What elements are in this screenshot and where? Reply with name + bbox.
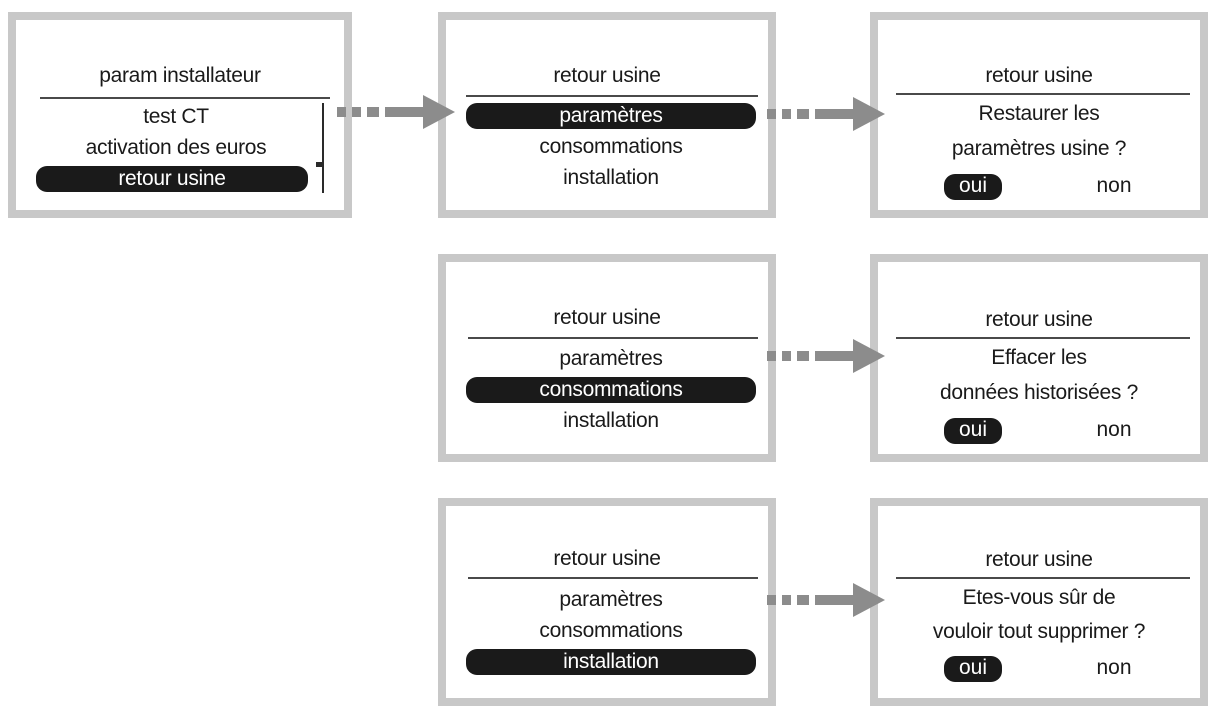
reset-menu-install-screen: retour usine paramètres consommations in… bbox=[438, 498, 776, 706]
yes-button[interactable]: oui bbox=[944, 174, 1002, 200]
flow-arrow-to-confirm-delete bbox=[767, 583, 885, 617]
menu-item-consommations[interactable]: consommations bbox=[539, 135, 683, 158]
menu-item-parametres[interactable]: paramètres bbox=[559, 588, 663, 611]
screen-title: retour usine bbox=[553, 547, 661, 570]
flow-arrow-to-confirm-history bbox=[767, 339, 885, 373]
reset-menu-consumption-screen: retour usine paramètres consommations in… bbox=[438, 254, 776, 462]
confirm-message-line1: Etes-vous sûr de bbox=[962, 586, 1116, 609]
screen-title: retour usine bbox=[985, 548, 1093, 571]
confirm-erase-history-screen: retour usine Effacer les données histori… bbox=[870, 254, 1208, 462]
confirm-delete-all-screen: retour usine Etes-vous sûr de vouloir to… bbox=[870, 498, 1208, 706]
title-divider bbox=[896, 577, 1190, 579]
title-divider bbox=[896, 337, 1190, 339]
menu-item-consommations[interactable]: consommations bbox=[539, 619, 683, 642]
menu-item-installation[interactable]: installation bbox=[563, 166, 659, 189]
no-button[interactable]: non bbox=[1096, 656, 1132, 679]
confirm-message-line1: Effacer les bbox=[991, 346, 1087, 369]
menu-item-installation[interactable]: installation bbox=[563, 409, 659, 432]
flow-arrow-to-reset-menu bbox=[337, 95, 455, 129]
screen-title: param installateur bbox=[99, 64, 261, 87]
menu-item-installation[interactable]: installation bbox=[466, 649, 756, 675]
confirm-restore-params-screen: retour usine Restaurer les paramètres us… bbox=[870, 12, 1208, 218]
menu-item-retour-usine[interactable]: retour usine bbox=[36, 166, 308, 192]
no-button[interactable]: non bbox=[1096, 418, 1132, 441]
confirm-message-line2: vouloir tout supprimer ? bbox=[932, 620, 1146, 643]
title-divider bbox=[468, 577, 758, 579]
screen-title: retour usine bbox=[985, 308, 1093, 331]
reset-menu-params-screen: retour usine paramètres consommations in… bbox=[438, 12, 776, 218]
screen-title: retour usine bbox=[553, 64, 661, 87]
installer-menu-screen: param installateur test CT activation de… bbox=[8, 12, 352, 218]
yes-button[interactable]: oui bbox=[944, 656, 1002, 682]
screen-title: retour usine bbox=[985, 64, 1093, 87]
confirm-message-line1: Restaurer les bbox=[978, 102, 1100, 125]
title-divider bbox=[40, 97, 330, 99]
menu-item-consommations[interactable]: consommations bbox=[466, 377, 756, 403]
menu-item-activation-euros[interactable]: activation des euros bbox=[85, 136, 267, 159]
scrollbar-thumb[interactable] bbox=[316, 162, 322, 167]
menu-item-test-ct[interactable]: test CT bbox=[143, 105, 209, 128]
title-divider bbox=[466, 95, 758, 97]
title-divider bbox=[468, 337, 758, 339]
flow-arrow-to-confirm-params bbox=[767, 97, 885, 131]
yes-button[interactable]: oui bbox=[944, 418, 1002, 444]
title-divider bbox=[896, 93, 1190, 95]
confirm-message-line2: paramètres usine ? bbox=[951, 137, 1127, 160]
menu-item-parametres[interactable]: paramètres bbox=[559, 347, 663, 370]
scrollbar[interactable] bbox=[322, 103, 324, 193]
no-button[interactable]: non bbox=[1096, 174, 1132, 197]
screen-title: retour usine bbox=[553, 306, 661, 329]
menu-item-parametres[interactable]: paramètres bbox=[466, 103, 756, 129]
confirm-message-line2: données historisées ? bbox=[940, 381, 1138, 404]
